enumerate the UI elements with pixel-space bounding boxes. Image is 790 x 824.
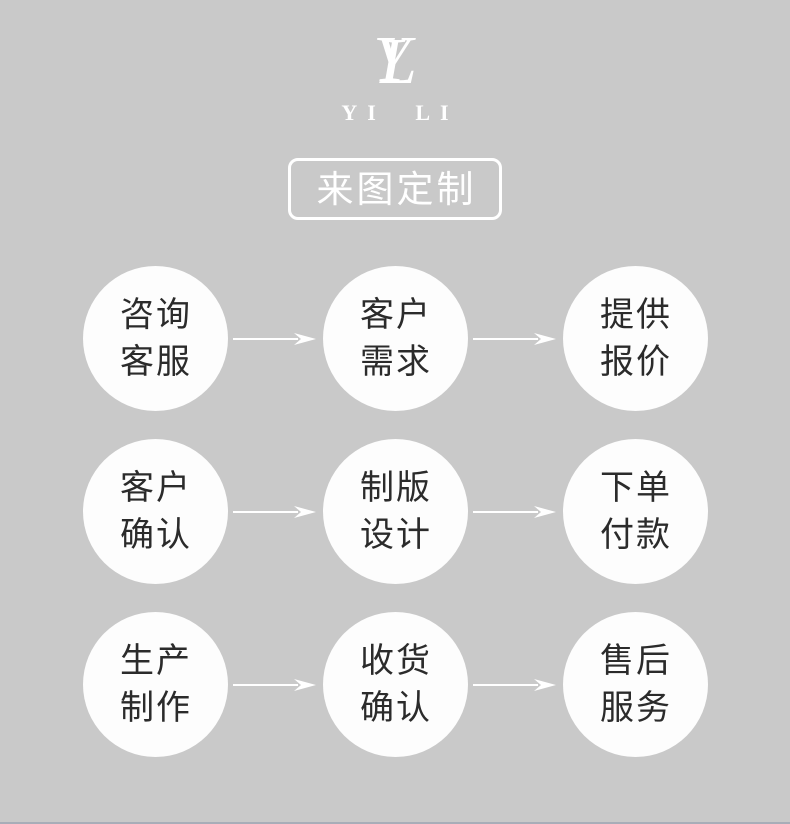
section-title: 来图定制 xyxy=(316,168,477,210)
step-label: 售后 xyxy=(600,641,672,680)
step-label: 客户 xyxy=(360,295,432,334)
right-arrow-icon xyxy=(228,674,323,696)
step-circle-order-pay: 下单 付款 xyxy=(562,439,708,584)
step-label: 制版 xyxy=(360,468,432,507)
step-label: 生产 xyxy=(120,641,192,680)
right-arrow-icon xyxy=(228,501,323,523)
step-label: 需求 xyxy=(360,342,432,381)
step-label: 确认 xyxy=(120,515,192,554)
section-title-banner: 来图定制 xyxy=(288,158,502,220)
step-circle-production: 生产 制作 xyxy=(82,612,228,757)
next-section-edge xyxy=(0,822,790,824)
right-arrow-icon xyxy=(468,501,563,523)
right-arrow-icon xyxy=(468,674,563,696)
step-label: 客户 xyxy=(120,468,192,507)
monogram-letter-y: Y xyxy=(373,23,410,96)
step-label: 付款 xyxy=(600,515,672,554)
flow-row-1: 咨询 客服 客户 需求 提供 报价 xyxy=(82,266,708,411)
step-circle-customer-confirm: 客户 确认 xyxy=(82,439,228,584)
step-circle-consult-service: 咨询 客服 xyxy=(82,266,228,411)
step-label: 提供 xyxy=(600,295,672,334)
step-label: 制作 xyxy=(120,688,192,727)
step-label: 咨询 xyxy=(120,295,192,334)
process-flow: 咨询 客服 客户 需求 提供 报价 xyxy=(82,266,708,757)
step-label: 确认 xyxy=(360,688,432,727)
yl-monogram-icon: Y L xyxy=(373,23,417,98)
right-arrow-icon xyxy=(228,328,323,350)
step-circle-receive-confirm: 收货 确认 xyxy=(322,612,468,757)
step-circle-customer-needs: 客户 需求 xyxy=(322,266,468,411)
step-label: 设计 xyxy=(360,515,432,554)
step-circle-after-sales: 售后 服务 xyxy=(562,612,708,757)
step-label: 客服 xyxy=(120,342,192,381)
right-arrow-icon xyxy=(468,328,563,350)
step-circle-provide-quote: 提供 报价 xyxy=(562,266,708,411)
flow-row-3: 生产 制作 收货 确认 售后 服务 xyxy=(82,612,708,757)
step-label: 收货 xyxy=(360,641,432,680)
brand-logo: Y L YI LI xyxy=(331,23,459,126)
step-label: 服务 xyxy=(600,688,672,727)
monogram-letter-l: L xyxy=(380,25,417,98)
step-label: 下单 xyxy=(600,468,672,507)
flow-row-2: 客户 确认 制版 设计 下单 付款 xyxy=(82,439,708,584)
brand-name: YI LI xyxy=(341,100,459,125)
step-label: 报价 xyxy=(600,342,672,381)
step-circle-design: 制版 设计 xyxy=(322,439,468,584)
